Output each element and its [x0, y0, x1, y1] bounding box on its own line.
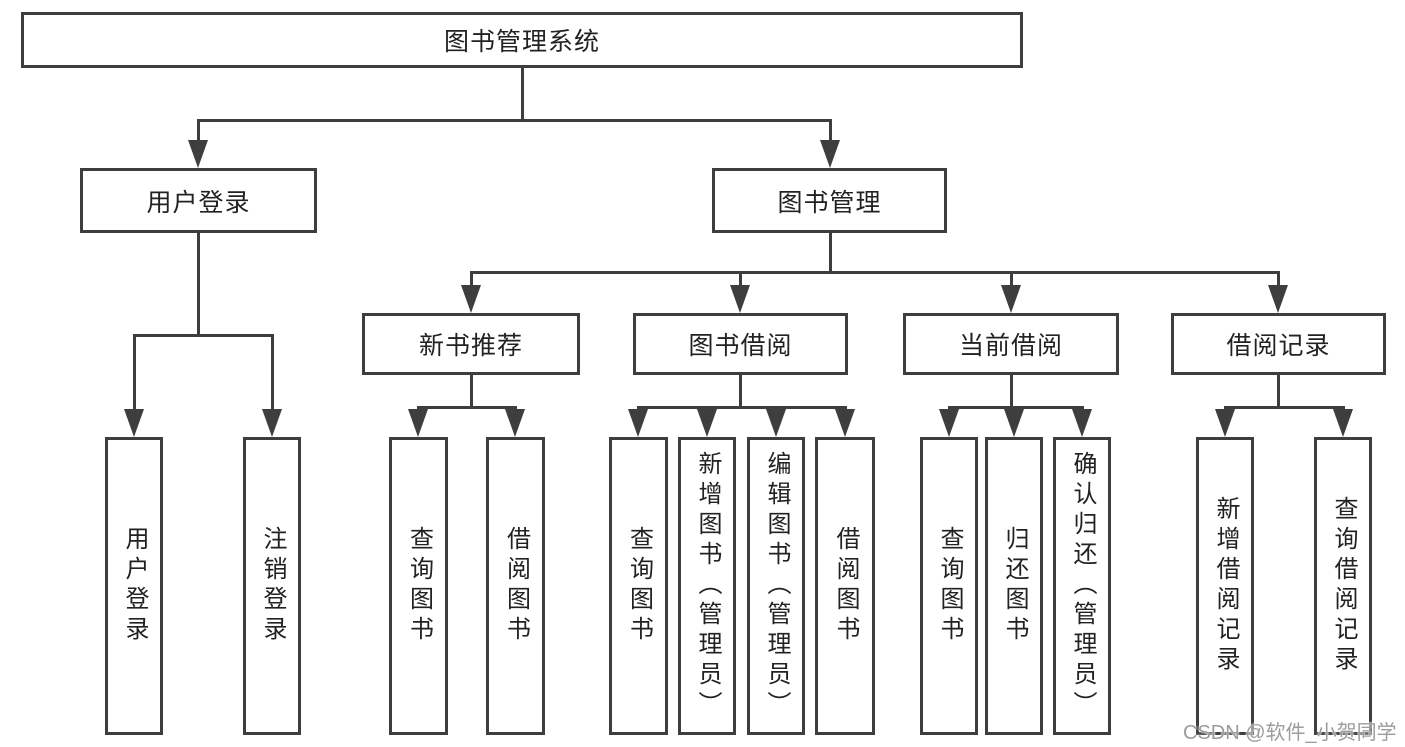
node-current-borrow-label: 当前借阅 — [958, 332, 1063, 360]
node-leaf-bb-add-books-admin-label: 新增图书（管理员） — [694, 451, 721, 721]
node-leaf-cb-query-books-label: 查询图书 — [936, 526, 963, 646]
node-leaf-br-add-record-label: 新增借阅记录 — [1212, 496, 1239, 676]
arrowhead-leaf-cb-query — [939, 409, 959, 437]
connector-book-mgmt-fork — [469, 270, 1280, 274]
arrowhead-leaf-nb-borrow — [505, 409, 525, 437]
arrowhead-leaf-bb-edit — [766, 409, 786, 437]
node-new-book-rec: 新书推荐 — [362, 313, 580, 375]
connector-branch-current-borrow — [1009, 270, 1013, 291]
connector-new-book-rec-stem — [469, 375, 473, 409]
node-root: 图书管理系统 — [21, 12, 1023, 68]
node-leaf-bb-query-books-label: 查询图书 — [625, 526, 653, 646]
node-current-borrow: 当前借阅 — [903, 313, 1119, 375]
node-leaf-nb-query-books: 查询图书 — [389, 437, 448, 735]
node-leaf-cb-confirm-return-admin-label: 确认归还（管理员） — [1069, 451, 1096, 721]
node-leaf-br-query-record-label: 查询借阅记录 — [1330, 496, 1357, 676]
node-leaf-bb-edit-books-admin: 编辑图书（管理员） — [747, 437, 805, 735]
connector-borrow-records-stem — [1276, 375, 1280, 409]
arrowhead-leaf-bb-query — [628, 409, 648, 437]
connector-branch-borrow-records — [1276, 270, 1280, 291]
node-leaf-logout: 注销登录 — [243, 437, 301, 735]
node-user-login-label: 用户登录 — [146, 188, 251, 217]
connector-branch-leaf-user-login — [132, 333, 136, 414]
node-book-mgmt-label: 图书管理 — [777, 188, 882, 217]
node-leaf-user-login-label: 用户登录 — [121, 526, 148, 646]
connector-book-borrow-fork — [636, 406, 847, 409]
node-leaf-nb-query-books-label: 查询图书 — [405, 526, 433, 646]
arrowhead-book-mgmt — [820, 140, 840, 168]
node-leaf-bb-add-books-admin: 新增图书（管理员） — [678, 437, 736, 735]
arrowhead-leaf-bb-add — [697, 409, 717, 437]
connector-new-book-rec-fork — [416, 406, 517, 409]
arrowhead-leaf-logout — [262, 409, 282, 437]
node-leaf-user-login: 用户登录 — [105, 437, 163, 735]
connector-branch-book-mgmt — [828, 118, 832, 149]
connector-borrow-records-fork — [1223, 406, 1345, 409]
connector-root-fork — [196, 118, 832, 122]
arrowhead-new-book-rec — [461, 285, 481, 313]
node-root-label: 图书管理系统 — [443, 28, 600, 56]
node-borrow-records-label: 借阅记录 — [1226, 332, 1331, 360]
node-book-borrow: 图书借阅 — [633, 313, 848, 375]
connector-user-login-fork — [132, 333, 274, 337]
connector-current-borrow-stem — [1009, 375, 1013, 409]
node-user-login: 用户登录 — [80, 168, 317, 233]
connector-book-mgmt-stem — [828, 233, 832, 272]
arrowhead-book-borrow — [730, 285, 750, 313]
node-leaf-cb-confirm-return-admin: 确认归还（管理员） — [1053, 437, 1111, 735]
arrowhead-leaf-cb-return — [1004, 409, 1024, 437]
node-new-book-rec-label: 新书推荐 — [418, 332, 523, 360]
node-leaf-br-add-record: 新增借阅记录 — [1196, 437, 1254, 735]
csdn-watermark: CSDN @软件_小贺同学 — [1183, 722, 1397, 744]
arrowhead-user-login — [188, 140, 208, 168]
node-leaf-logout-label: 注销登录 — [259, 526, 286, 646]
node-book-mgmt: 图书管理 — [712, 168, 947, 233]
arrowhead-current-borrow — [1001, 285, 1021, 313]
node-leaf-cb-return-books-label: 归还图书 — [1001, 526, 1028, 646]
node-leaf-nb-borrow-books-label: 借阅图书 — [502, 526, 530, 646]
arrowhead-borrow-records — [1268, 285, 1288, 313]
arrowhead-leaf-user-login — [124, 409, 144, 437]
node-leaf-bb-query-books: 查询图书 — [609, 437, 668, 735]
node-leaf-br-query-record: 查询借阅记录 — [1314, 437, 1372, 735]
node-leaf-bb-edit-books-admin-label: 编辑图书（管理员） — [763, 451, 790, 721]
connector-user-login-stem — [196, 233, 200, 335]
arrowhead-leaf-nb-query — [408, 409, 428, 437]
node-leaf-nb-borrow-books: 借阅图书 — [486, 437, 545, 735]
node-leaf-bb-borrow-books: 借阅图书 — [815, 437, 875, 735]
connector-current-borrow-fork — [947, 406, 1084, 409]
connector-branch-book-borrow — [738, 270, 742, 291]
connector-branch-user-login — [196, 118, 200, 149]
node-leaf-cb-return-books: 归还图书 — [985, 437, 1043, 735]
node-leaf-cb-query-books: 查询图书 — [920, 437, 978, 735]
connector-branch-new-book-rec — [469, 270, 473, 291]
node-borrow-records: 借阅记录 — [1171, 313, 1386, 375]
arrowhead-leaf-br-add — [1215, 409, 1235, 437]
arrowhead-leaf-cb-confirm — [1072, 409, 1092, 437]
node-leaf-bb-borrow-books-label: 借阅图书 — [832, 526, 859, 646]
node-book-borrow-label: 图书借阅 — [688, 332, 793, 360]
connector-book-borrow-stem — [738, 375, 742, 409]
arrowhead-leaf-br-query — [1333, 409, 1353, 437]
connector-branch-leaf-logout — [270, 333, 274, 414]
connector-root-stem — [520, 68, 524, 122]
arrowhead-leaf-bb-borrow — [835, 409, 855, 437]
